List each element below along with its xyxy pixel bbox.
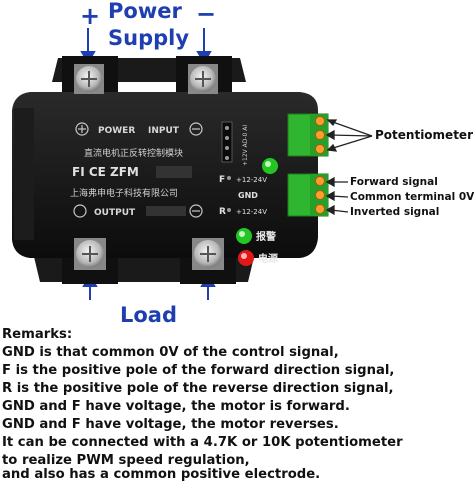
remark-line: F is the positive pole of the forward di… bbox=[2, 363, 395, 378]
remark-line: to realize PWM speed regulation, bbox=[2, 453, 250, 468]
plus-sign: + bbox=[80, 2, 101, 30]
pin-header bbox=[221, 121, 233, 163]
forward-signal-label: Forward signal bbox=[350, 176, 438, 188]
potentiometer-arrows bbox=[325, 119, 373, 152]
minus-sign: − bbox=[196, 0, 217, 28]
remark-line: GND is that common 0V of the control sig… bbox=[2, 345, 339, 360]
remark-line: GND and F have voltage, the motor revers… bbox=[2, 417, 339, 432]
remarks-heading: Remarks: bbox=[2, 327, 73, 342]
model-redaction bbox=[156, 166, 192, 178]
remark-line: R is the positive pole of the reverse di… bbox=[2, 381, 394, 396]
inverted-signal-label: Inverted signal bbox=[350, 206, 440, 218]
pot-pins-text: +12V AD-0 AI bbox=[242, 125, 249, 166]
output-marking-icon bbox=[73, 204, 87, 218]
pin-gnd-text: GND bbox=[238, 191, 258, 200]
common-terminal-label: Common terminal 0V bbox=[350, 191, 474, 203]
remark-line: and also has a common positive electrode… bbox=[2, 467, 321, 482]
input-text: INPUT bbox=[148, 126, 180, 136]
power-cn-text: 电源 bbox=[258, 252, 278, 265]
output-text: OUTPUT bbox=[94, 208, 136, 218]
signal-arrows bbox=[325, 176, 349, 216]
minus-marking-icon bbox=[189, 122, 203, 136]
alarm-cn-text: 报警 bbox=[256, 230, 276, 243]
output-redaction bbox=[146, 206, 186, 216]
control-terminal-block bbox=[287, 173, 329, 217]
potentiometer-terminal-block bbox=[287, 113, 329, 157]
load-label: Load bbox=[120, 303, 178, 327]
screw-top-left bbox=[74, 64, 104, 94]
pin-r-voltage: +12-24V bbox=[236, 208, 267, 216]
company-text: 上海弗申电子科技有限公司 bbox=[70, 187, 178, 199]
remark-line: GND and F have voltage, the motor is for… bbox=[2, 399, 350, 414]
screw-bottom-right bbox=[192, 238, 224, 270]
output-minus-marking-icon bbox=[189, 204, 203, 218]
screw-top-right bbox=[188, 64, 218, 94]
ce-text: FI CE ZFM bbox=[72, 165, 139, 179]
potentiometer-label: Potentiometer bbox=[375, 128, 473, 142]
plus-marking-icon bbox=[75, 122, 89, 136]
pin-f-voltage: +12-24V bbox=[236, 176, 267, 184]
pin-r-text: R bbox=[219, 207, 226, 217]
cn-title-text: 直流电机正反转控制模块 bbox=[84, 147, 183, 159]
power-text: POWER bbox=[98, 126, 135, 136]
pin-f-text: F bbox=[219, 175, 225, 185]
remark-line: It can be connected with a 4.7K or 10K p… bbox=[2, 435, 403, 450]
supply-label: Supply bbox=[108, 26, 190, 50]
power-label: Power bbox=[108, 0, 182, 23]
screw-bottom-left bbox=[74, 238, 106, 270]
